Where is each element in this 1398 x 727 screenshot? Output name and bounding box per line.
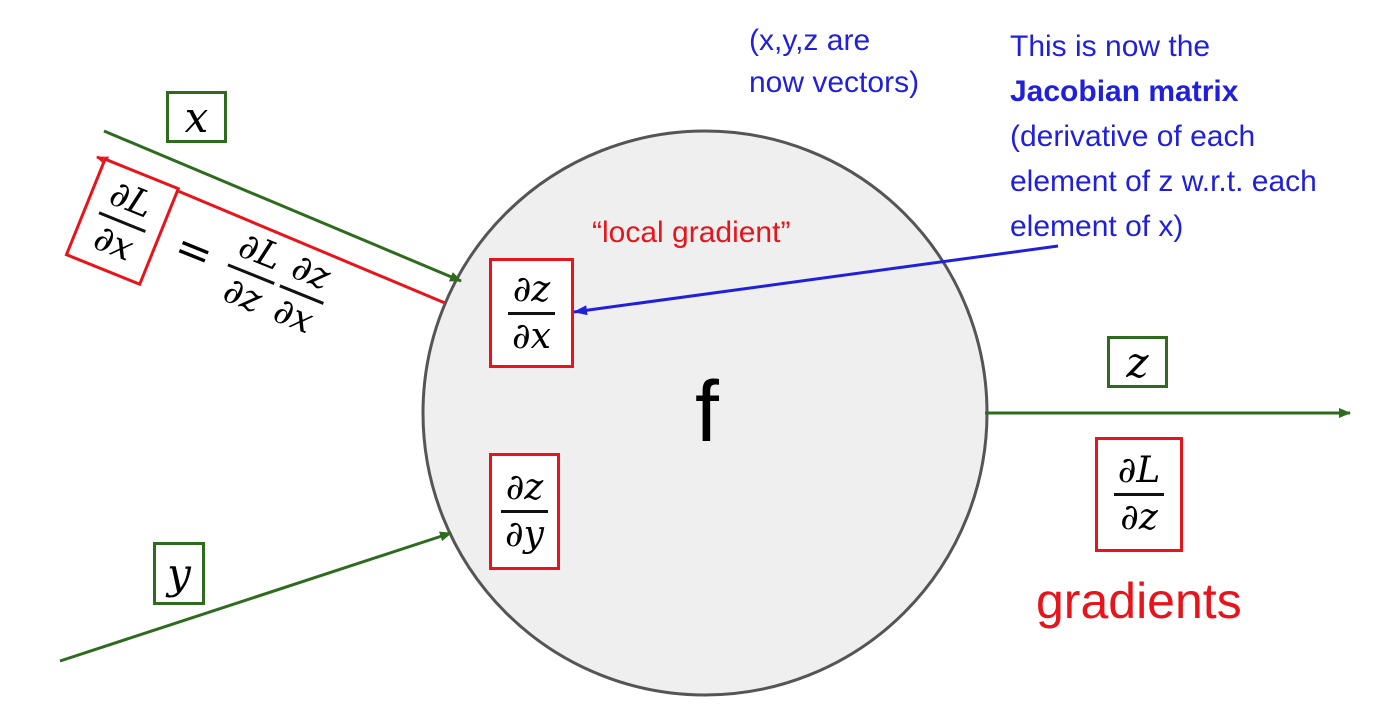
local-gradient-dzdx: ∂z ∂x — [489, 258, 574, 368]
x-symbol: x — [184, 92, 209, 142]
dzdy-denominator: ∂y — [505, 514, 544, 555]
gradients-annotation: gradients — [1036, 573, 1242, 629]
dzdx-denominator: ∂x — [512, 315, 551, 357]
vectors-note-line-1: (x,y,z are — [749, 24, 871, 57]
x-input-arrow — [103, 129, 462, 283]
dLdz-numerator: ∂L — [1117, 450, 1161, 491]
equals-sign: = — [167, 220, 221, 282]
dzdy-numerator: ∂z — [505, 467, 544, 508]
dzdy-fraction-bar — [501, 510, 548, 513]
vectors-note: (x,y,z are now vectors) — [749, 20, 919, 104]
node-f-label: f — [695, 364, 719, 460]
z-output-label: z — [1107, 336, 1168, 388]
y-symbol: y — [167, 549, 191, 598]
jacobian-note-detail-1: (derivative of each — [1010, 120, 1256, 153]
jacobian-note-detail-2: element of z w.r.t. each — [1010, 165, 1317, 198]
x-input-label: x — [166, 91, 227, 143]
y-input-arrow — [59, 531, 452, 663]
y-input-label: y — [153, 542, 205, 605]
dLdz-denominator: ∂z — [1120, 497, 1158, 538]
dLdz-fraction-bar — [1113, 493, 1165, 496]
local-gradient-annotation: “local gradient” — [592, 216, 791, 249]
vectors-note-line-2: now vectors) — [749, 66, 920, 99]
jacobian-note-detail-3: element of x) — [1010, 210, 1184, 243]
jacobian-note-title: Jacobian matrix — [1010, 75, 1239, 108]
jacobian-pointer-arrow — [573, 244, 1059, 316]
dzdx-numerator: ∂z — [512, 268, 551, 310]
upstream-gradient-dLdz: ∂L ∂z — [1095, 437, 1183, 552]
jacobian-note: This is now the Jacobian matrix (derivat… — [1010, 24, 1317, 249]
jacobian-note-intro: This is now the — [1010, 30, 1211, 63]
local-gradient-dzdy: ∂z ∂y — [489, 453, 560, 570]
dzdx-fraction-bar — [508, 311, 555, 315]
z-symbol: z — [1126, 337, 1149, 387]
